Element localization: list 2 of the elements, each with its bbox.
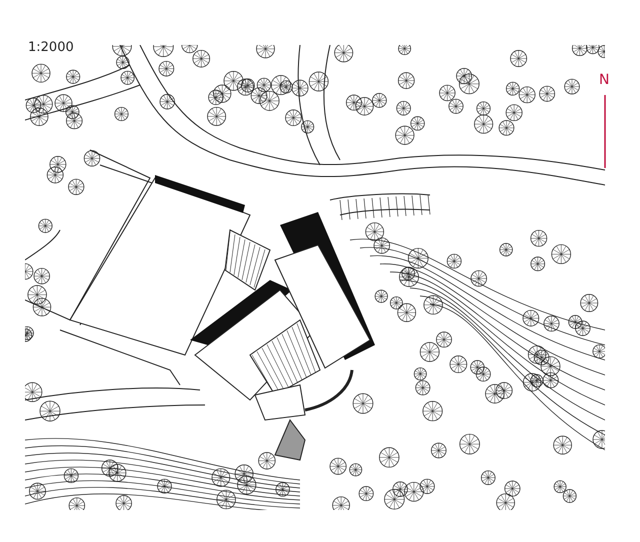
scale-label: 1:2000 xyxy=(28,40,74,55)
north-label: N xyxy=(599,72,610,88)
